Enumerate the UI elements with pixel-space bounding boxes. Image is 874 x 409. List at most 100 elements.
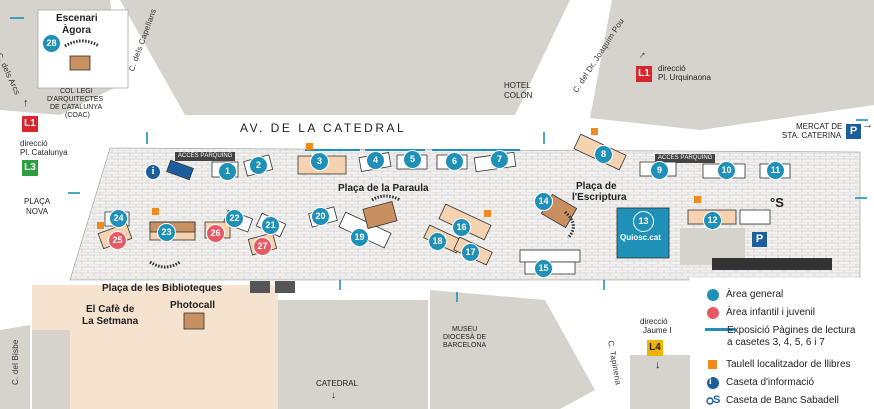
booth-number-6: 6	[445, 152, 464, 171]
booth-number-19: 19	[350, 228, 369, 247]
direccio-urquinaona-line-1: direcció	[658, 64, 686, 73]
booth-number-10: 10	[717, 161, 736, 180]
booth-number-13: 13	[633, 211, 654, 232]
metro-l1-urquinaona-badge: L1	[636, 66, 652, 82]
taulell-tag-1	[152, 208, 159, 215]
legend-expo-line-1: Exposició Pàgines de lectura	[727, 325, 856, 336]
booth-number-24: 24	[109, 209, 128, 228]
quiosc-label: Quiosc.cat	[620, 233, 661, 242]
booth-number-4: 4	[366, 151, 385, 170]
booth-number-7: 7	[490, 150, 509, 169]
legend-general-label: Àrea general	[726, 289, 784, 300]
booth-number-18: 18	[428, 232, 447, 251]
metro-l3-badge: L3	[22, 160, 38, 176]
taulell-tag-5	[484, 210, 491, 217]
info-icon: i	[145, 164, 161, 180]
banc-sabadell-icon: °S	[770, 195, 784, 210]
agora-label: Àgora	[62, 25, 91, 36]
agora-seating	[64, 39, 100, 48]
metro-l1-catalunya-badge: L1	[22, 116, 38, 132]
parking-access-bar-2	[655, 154, 715, 163]
direccio-jaume-line-2: Jaume I	[643, 326, 672, 335]
paraula-stage	[362, 200, 398, 230]
booth-number-16: 16	[452, 218, 471, 237]
legend-taulell-tag	[708, 360, 717, 369]
museu-line-1: MUSEU	[452, 326, 478, 333]
booth-number-27: 27	[253, 237, 272, 256]
legend-taulell-label: Taulell localitzador de llibres	[726, 359, 851, 370]
parking-access-bar-1	[175, 152, 235, 161]
acces-parquing-2: ACCÉS PÀRQUING	[658, 155, 713, 161]
booth-number-3: 3	[310, 152, 329, 171]
booth-12b	[739, 209, 771, 225]
taulell-tag-4	[591, 128, 598, 135]
arrow-down-jaume-icon: ↓	[655, 359, 661, 371]
catedral-block	[278, 300, 428, 409]
booth-number-2: 2	[249, 156, 268, 175]
booth-number-15: 15	[534, 259, 553, 278]
booth-number-14: 14	[534, 192, 553, 211]
booth-number-11: 11	[766, 161, 785, 180]
placa-nova-line-1: PLAÇA	[24, 197, 51, 206]
cafe-line-2: La Setmana	[82, 316, 139, 327]
building-block-top	[120, 0, 570, 115]
building-bisbe	[32, 330, 70, 409]
legend-banc-icon: S	[713, 394, 721, 406]
hotel-line-2: COLÓN	[504, 91, 533, 100]
direccio-catalunya-line-1: direcció	[20, 139, 48, 148]
legend-info-dot	[707, 377, 719, 389]
placa-escriptura-line-2: l'Escriptura	[572, 192, 627, 203]
legend-informacio-label: Caseta d'informació	[726, 377, 815, 388]
photocall-label: Photocall	[170, 300, 216, 311]
booth-number-12: 12	[703, 211, 722, 230]
direccio-urquinaona-line-2: Pl. Urquinaona	[658, 73, 711, 82]
metro-l4-badge: L4	[647, 340, 663, 356]
taulell-tag-6	[694, 196, 701, 203]
legend-info-icon: i	[709, 376, 712, 386]
museu-line-2: DIOCESÀ DE	[443, 334, 487, 341]
biblioteques-label: Plaça de les Biblioteques	[102, 283, 223, 294]
booth-15	[519, 249, 581, 263]
booth-number-25: 25	[108, 231, 127, 250]
placa-paraula-label: Plaça de la Paraula	[338, 183, 429, 194]
c-bisbe-label: C. del Bisbe	[11, 339, 20, 385]
photocall-box	[183, 312, 205, 330]
cafe-line-1: El Cafè de	[86, 304, 135, 315]
catedral-arrow-icon: ↓	[331, 390, 336, 401]
pillar-2	[275, 281, 295, 293]
coac-line-1: COL·LEGI	[60, 88, 93, 95]
direccio-catalunya-line-2: Pl. Catalunya	[20, 148, 68, 157]
quiosc-box	[616, 207, 670, 259]
parking-entry-bar	[712, 258, 832, 270]
arrow-up-catalunya-icon: ↑	[23, 97, 29, 109]
booth-number-8: 8	[594, 145, 613, 164]
museu-building	[430, 290, 595, 409]
booth-23-seating	[149, 260, 181, 269]
mercat-line-1: MERCAT DE	[796, 122, 843, 131]
booth-number-22: 22	[225, 209, 244, 228]
escriptura-seating	[563, 210, 575, 240]
booth-number-28: 28	[42, 34, 61, 53]
hotel-line-1: HOTEL	[504, 81, 531, 90]
coac-line-3: DE CATALUNYA	[50, 104, 103, 111]
booth-number-21: 21	[261, 216, 280, 235]
parking-icon-mercat: P	[846, 124, 861, 139]
placa-nova-line-2: NOVA	[26, 207, 49, 216]
legend-infantil-dot	[707, 307, 719, 319]
parking-icon-plaza: P	[752, 232, 767, 247]
info-booth	[166, 159, 194, 181]
taulell-tag-3	[306, 143, 313, 150]
booth-number-5: 5	[403, 150, 422, 169]
placa-escriptura-line-1: Plaça de	[576, 181, 617, 192]
legend-expo-line	[705, 328, 735, 331]
mercat-line-2: STA. CATERINA	[782, 131, 842, 140]
escenari-label: Escenari	[56, 13, 98, 24]
building-block-top-right	[590, 0, 874, 130]
booth-number-26: 26	[206, 224, 225, 243]
taulell-tag-2	[97, 222, 104, 229]
acces-parquing-1: ACCÉS PÀRQUING	[178, 153, 233, 159]
booth-number-1: 1	[218, 162, 237, 181]
building-bottom-right	[630, 355, 690, 409]
